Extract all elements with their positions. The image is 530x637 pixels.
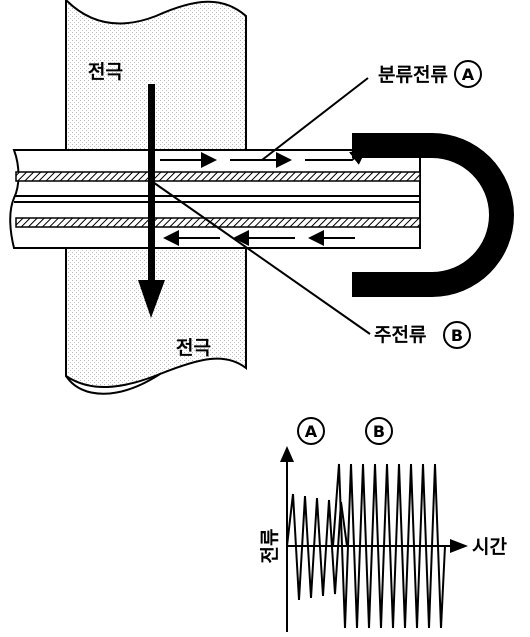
shunt-current-arrows — [160, 148, 367, 168]
shunt-marker-circle — [454, 60, 482, 88]
electrode-top-label: 전극 — [88, 61, 123, 83]
main-current-arrow — [138, 84, 165, 318]
current-time-graph: A B 전류 시간 — [259, 417, 507, 632]
main-marker-letter: B — [451, 326, 463, 345]
graph-x-label: 시간 — [472, 536, 507, 558]
shunt-marker-letter: A — [462, 65, 475, 84]
graph-x-axis-arrowhead — [450, 539, 468, 553]
main-leader-line — [149, 179, 371, 335]
shunt-leader-line — [261, 77, 369, 161]
graph-marker-b-letter: B — [373, 422, 385, 441]
shunt-current-label: 분류전류 — [378, 64, 448, 86]
main-marker-circle — [443, 321, 471, 349]
bottom-electrode — [65, 247, 247, 395]
u-shaped-clamp — [352, 133, 514, 297]
electrode-bottom-label: 전극 — [176, 337, 211, 359]
main-current-label: 주전류 — [374, 324, 426, 346]
waveform-a — [286, 493, 348, 601]
graph-y-label: 전류 — [259, 529, 281, 564]
waveform-b — [332, 463, 446, 629]
graph-y-axis-arrowhead — [280, 446, 294, 462]
workpiece-sheets — [9, 149, 421, 249]
graph-marker-b-circle — [365, 417, 393, 445]
graph-marker-a-circle — [297, 417, 325, 445]
graph-marker-a-letter: A — [305, 422, 318, 441]
top-electrode — [65, 0, 247, 151]
